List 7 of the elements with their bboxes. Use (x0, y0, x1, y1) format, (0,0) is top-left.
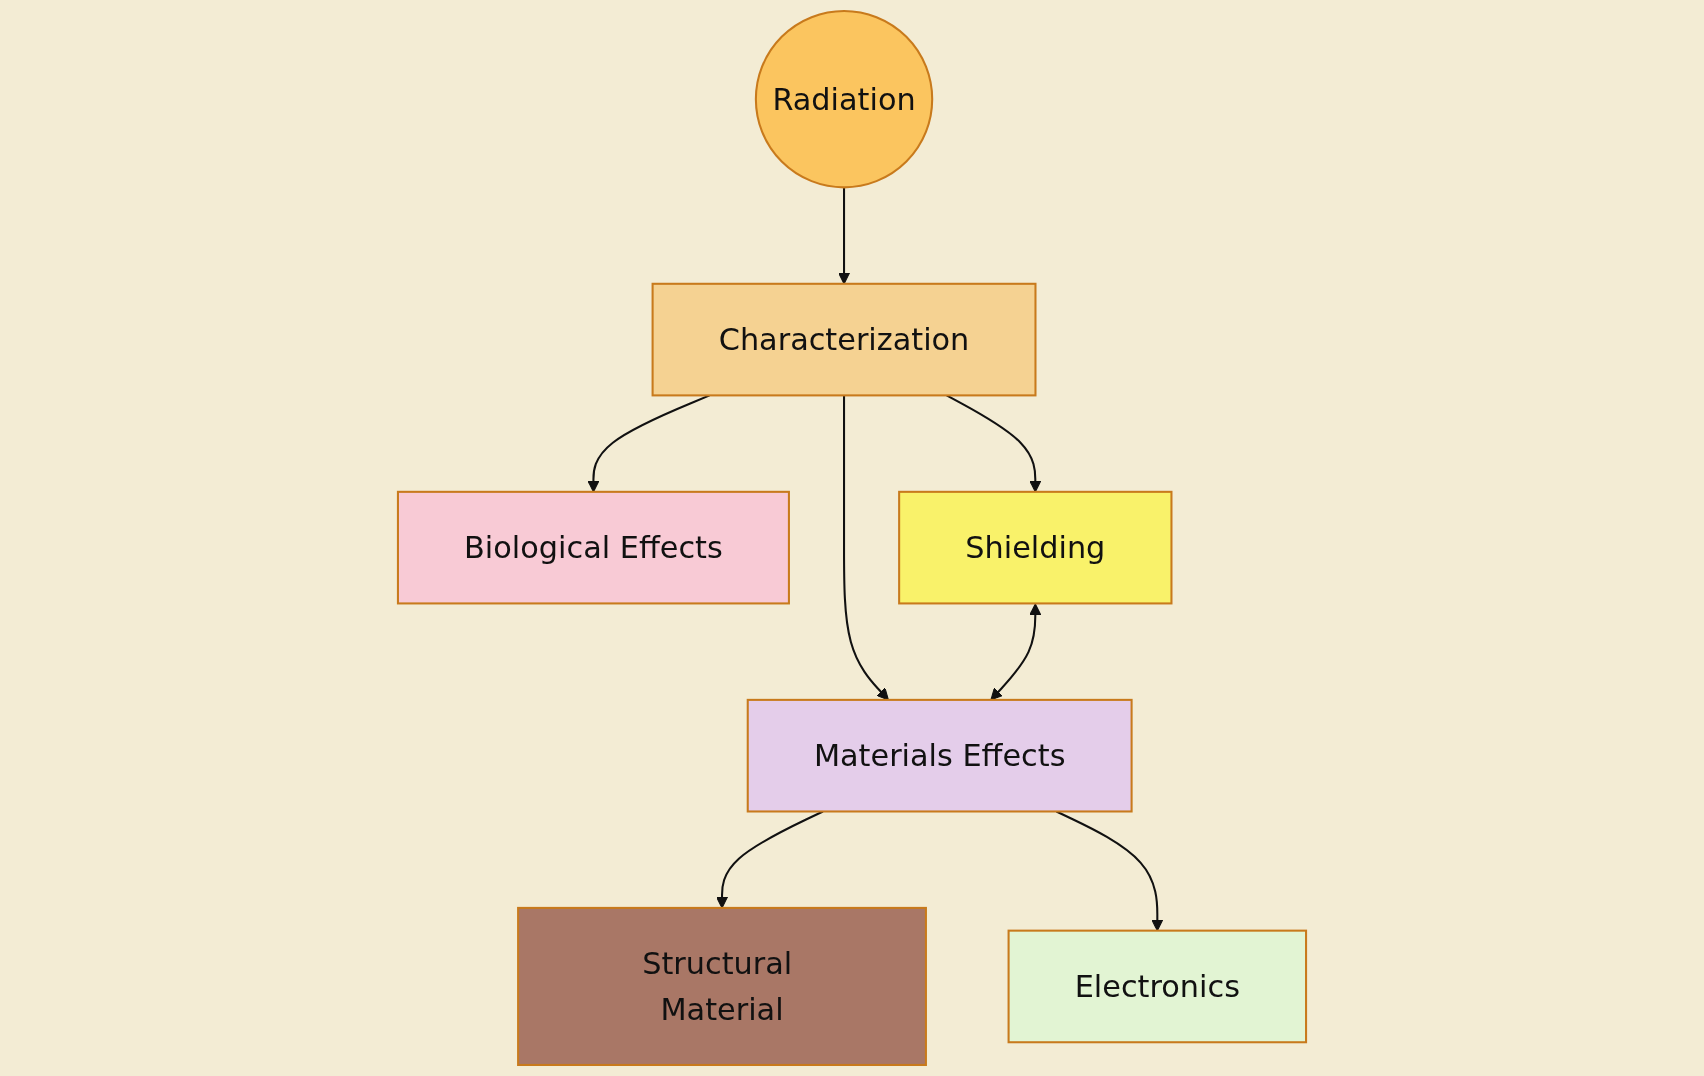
node-circle: Radiation (754, 10, 934, 189)
node-box: Structural Material (517, 906, 927, 1066)
node-box: Electronics (1007, 929, 1308, 1044)
node-box: Biological Effects (396, 490, 790, 605)
node-box: Shielding (898, 490, 1173, 605)
node-box: Characterization (651, 282, 1037, 397)
node-box: Materials Effects (746, 698, 1133, 813)
